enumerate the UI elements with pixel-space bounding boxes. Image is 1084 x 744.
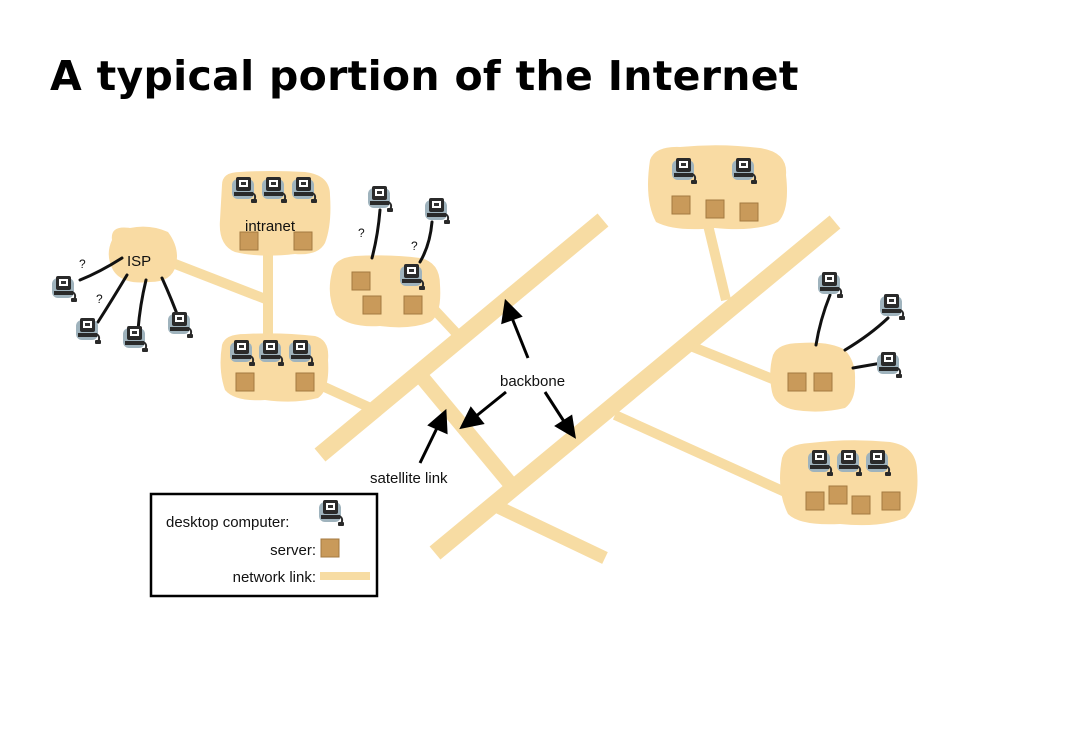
server-icon: [351, 271, 371, 291]
network-clouds: [108, 145, 918, 526]
legend-server-label: server:: [270, 542, 316, 559]
legend: desktop computer: server: network link:: [149, 492, 379, 598]
legend-server-icon: [320, 538, 340, 558]
home-cloud: [329, 255, 441, 328]
legend-network-link-swatch: [320, 572, 370, 580]
annotation-arrows: [418, 298, 576, 464]
server-icon: [295, 372, 315, 392]
server-icon: [362, 295, 382, 315]
satellite-link: [414, 370, 519, 492]
isp-label: ISP: [127, 253, 151, 270]
legend-network-link-label: network link:: [233, 569, 316, 586]
backbone-left: [314, 213, 609, 462]
desktop-computer-icon: [876, 351, 903, 379]
unknown-markers: ? ? ? ?: [79, 226, 418, 306]
desktop-computer-icon: [367, 185, 394, 213]
link-rightmid-backbone: [691, 342, 777, 385]
server-icon: [787, 372, 807, 392]
server-icon: [813, 372, 833, 392]
server-icon: [293, 231, 313, 251]
backbone-right: [429, 215, 841, 560]
server-icon: [851, 495, 871, 515]
unknown-mark: ?: [79, 257, 86, 271]
intranet-label: intranet: [245, 218, 296, 235]
arrow-satellite: [418, 427, 439, 464]
backbone-branch-lower: [495, 501, 608, 564]
link-bottomright-backbone: [612, 410, 788, 497]
desktop-computer-icon: [879, 293, 906, 321]
desktop-computer-icon: [122, 325, 149, 353]
server-icon: [739, 202, 759, 222]
legend-desktop-label: desktop computer:: [166, 514, 289, 531]
network-links: [168, 213, 841, 564]
link-topright-backbone: [703, 223, 731, 302]
arrow-backbone-right: [543, 391, 567, 424]
server-icon: [235, 372, 255, 392]
rightmid-cloud: [770, 342, 856, 412]
server-icon: [881, 491, 901, 511]
satellite-link-label: satellite link: [370, 470, 448, 487]
unknown-mark: ?: [358, 226, 365, 240]
server-icon: [805, 491, 825, 511]
link-lan-backbone: [317, 380, 378, 415]
unknown-mark: ?: [96, 292, 103, 306]
server-icon: [671, 195, 691, 215]
page-title: A typical portion of the Internet: [50, 52, 799, 100]
server-icon: [705, 199, 725, 219]
unknown-mark: ?: [411, 239, 418, 253]
arrow-backbone-up: [510, 317, 530, 359]
server-icon: [403, 295, 423, 315]
desktop-computer-icon: [167, 311, 194, 339]
backbone-label: backbone: [500, 373, 565, 390]
server-icon: [828, 485, 848, 505]
arrow-backbone-left: [474, 390, 507, 419]
link-isp-intranet: [168, 257, 270, 305]
isp-cloud: [108, 226, 177, 283]
desktop-computer-icon: [51, 275, 78, 303]
desktop-computer-icon: [424, 197, 451, 225]
